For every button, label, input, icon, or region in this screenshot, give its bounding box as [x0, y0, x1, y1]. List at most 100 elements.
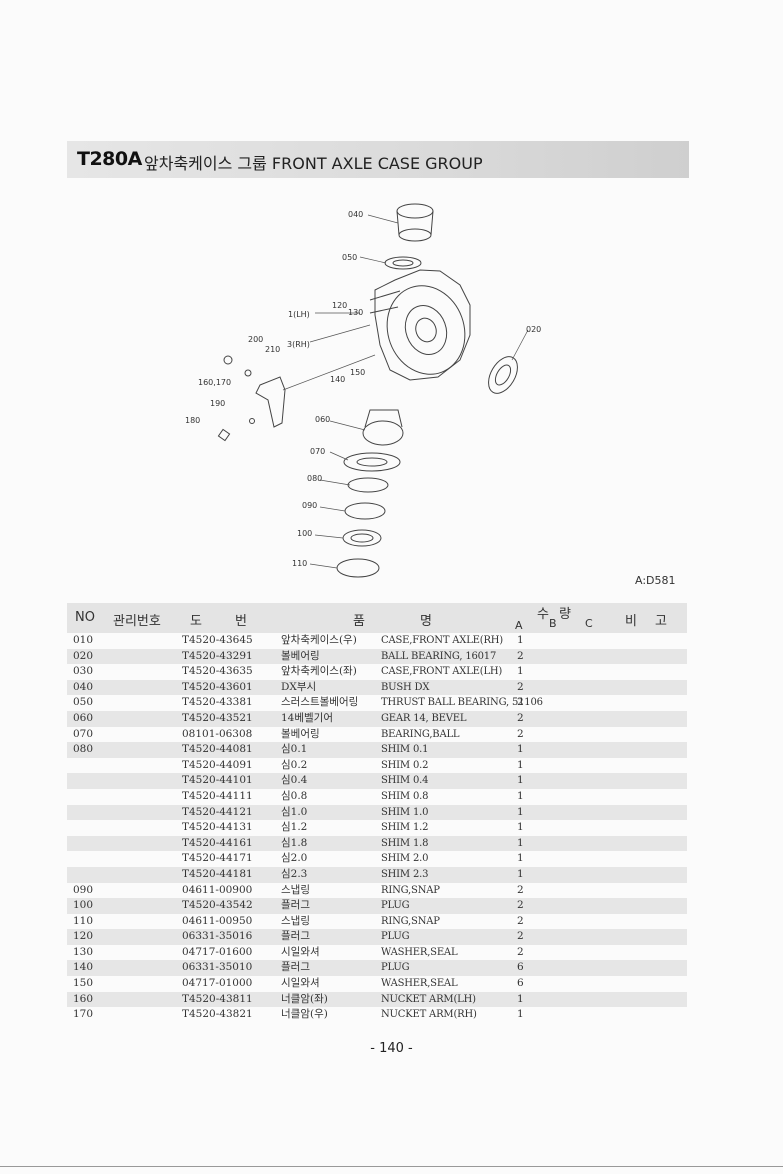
cell-qty-a: 1: [517, 836, 524, 849]
callout-110: 110: [292, 559, 307, 568]
cell-part-no: T4520-44091: [182, 758, 253, 771]
cell-no: 100: [73, 899, 94, 912]
callout-070: 070: [310, 447, 325, 456]
header-part-no-1: 도: [190, 614, 202, 629]
cell-qty-a: 2: [517, 914, 524, 927]
cell-part-no: T4520-44131: [182, 821, 253, 834]
thrust-bearing-050-drawing: [384, 256, 422, 270]
cell-qty-a: 2: [517, 727, 524, 740]
cell-name-en: CASE,FRONT AXLE(LH): [381, 666, 503, 678]
callout-190: 190: [210, 399, 225, 408]
cell-part-no: T4520-43821: [182, 1008, 253, 1021]
cell-name-en: RING,SNAP: [381, 884, 440, 896]
cell-qty-a: 1: [517, 774, 524, 787]
cell-qty-a: 1: [517, 867, 524, 880]
cell-part-no: 08101-06308: [182, 727, 253, 740]
cell-name-en: BALL BEARING, 16017: [381, 650, 497, 662]
cell-name-kr: 심0.2: [281, 758, 308, 771]
group-code: T280A: [77, 148, 142, 170]
cell-qty-a: 1: [517, 992, 524, 1005]
cell-name-kr: 시일와셔: [281, 977, 320, 990]
cell-name-kr: 심2.0: [281, 852, 308, 865]
cell-name-kr: 플러그: [281, 961, 310, 974]
cell-part-no: T4520-44121: [182, 805, 253, 818]
header-qty-1: 수: [537, 607, 549, 622]
cell-part-no: T4520-44111: [182, 789, 253, 802]
header-name-1: 품: [353, 614, 365, 629]
shim-080-drawing: [347, 477, 389, 493]
plug-100-drawing: [342, 529, 382, 547]
cell-part-no: T4520-43635: [182, 665, 253, 678]
cell-name-en: BUSH DX: [381, 681, 430, 693]
cell-part-no: 06331-35010: [182, 961, 253, 974]
cell-name-en: GEAR 14, BEVEL: [381, 712, 467, 724]
callout-100: 100: [297, 529, 312, 538]
cell-part-no: T4520-44171: [182, 852, 253, 865]
cell-no: 150: [73, 977, 94, 990]
cell-name-kr: 심2.3: [281, 867, 308, 880]
cell-no: 030: [73, 665, 94, 678]
cell-qty-a: 2: [517, 899, 524, 912]
page-bottom-edge: [0, 1166, 783, 1167]
cell-name-en: SHIM 2.3: [381, 868, 429, 880]
cell-no: 090: [73, 883, 94, 896]
cell-name-en: PLUG: [381, 900, 410, 912]
cell-name-kr: 스냅링: [281, 883, 310, 896]
cell-qty-a: 2: [517, 711, 524, 724]
cell-part-no: 04611-00950: [182, 914, 253, 927]
header-mgmt-no: 관리번호: [113, 614, 161, 629]
cell-no: 120: [73, 930, 94, 943]
title-bar: T280A 앞차축케이스 그룹 FRONT AXLE CASE GROUP: [67, 141, 689, 178]
cell-name-en: SHIM 0.4: [381, 775, 429, 787]
cell-no: 020: [73, 649, 94, 662]
cell-qty-a: 1: [517, 634, 524, 646]
cell-qty-a: 2: [517, 696, 524, 709]
cell-qty-a: 6: [517, 977, 524, 990]
cell-qty-a: 2: [517, 945, 524, 958]
snap-ring-110-drawing: [336, 558, 380, 578]
cell-name-en: WASHER,SEAL: [381, 978, 458, 990]
parts-table-header: NO 관리번호 도 번 품 명 수 량 A B C 비 고: [67, 603, 687, 633]
ball-bearing-070-drawing: [343, 452, 401, 472]
callout-020: 020: [526, 325, 541, 334]
table-row: 150 04717-01000 시일와셔 WASHER,SEAL 6: [67, 976, 687, 992]
callout-200: 200: [248, 335, 263, 344]
bush-040-drawing: [396, 203, 434, 242]
callout-3rh: 3(RH): [287, 340, 310, 349]
callout-180: 180: [185, 416, 200, 425]
cell-qty-a: 1: [517, 805, 524, 818]
cell-part-no: 06331-35016: [182, 930, 253, 943]
cell-part-no: T4520-43645: [182, 634, 253, 646]
cell-name-kr: 심0.4: [281, 774, 308, 787]
cell-name-kr: 심0.8: [281, 789, 308, 802]
callout-160-170: 160,170: [198, 378, 231, 387]
header-qty-b: B: [549, 617, 557, 630]
cell-part-no: T4520-43811: [182, 992, 253, 1005]
header-qty-a: A: [515, 619, 523, 632]
cell-name-en: SHIM 1.2: [381, 822, 429, 834]
callout-080: 080: [307, 474, 322, 483]
header-qty-c: C: [585, 617, 593, 630]
cell-qty-a: 1: [517, 821, 524, 834]
cell-part-no: T4520-44081: [182, 743, 253, 756]
cell-part-no: 04717-01000: [182, 977, 253, 990]
cell-no: 070: [73, 727, 94, 740]
cell-qty-a: 1: [517, 789, 524, 802]
header-remark-2: 고: [655, 614, 667, 629]
cell-qty-a: 2: [517, 680, 524, 693]
cell-name-kr: 너클암(우): [281, 1008, 328, 1021]
